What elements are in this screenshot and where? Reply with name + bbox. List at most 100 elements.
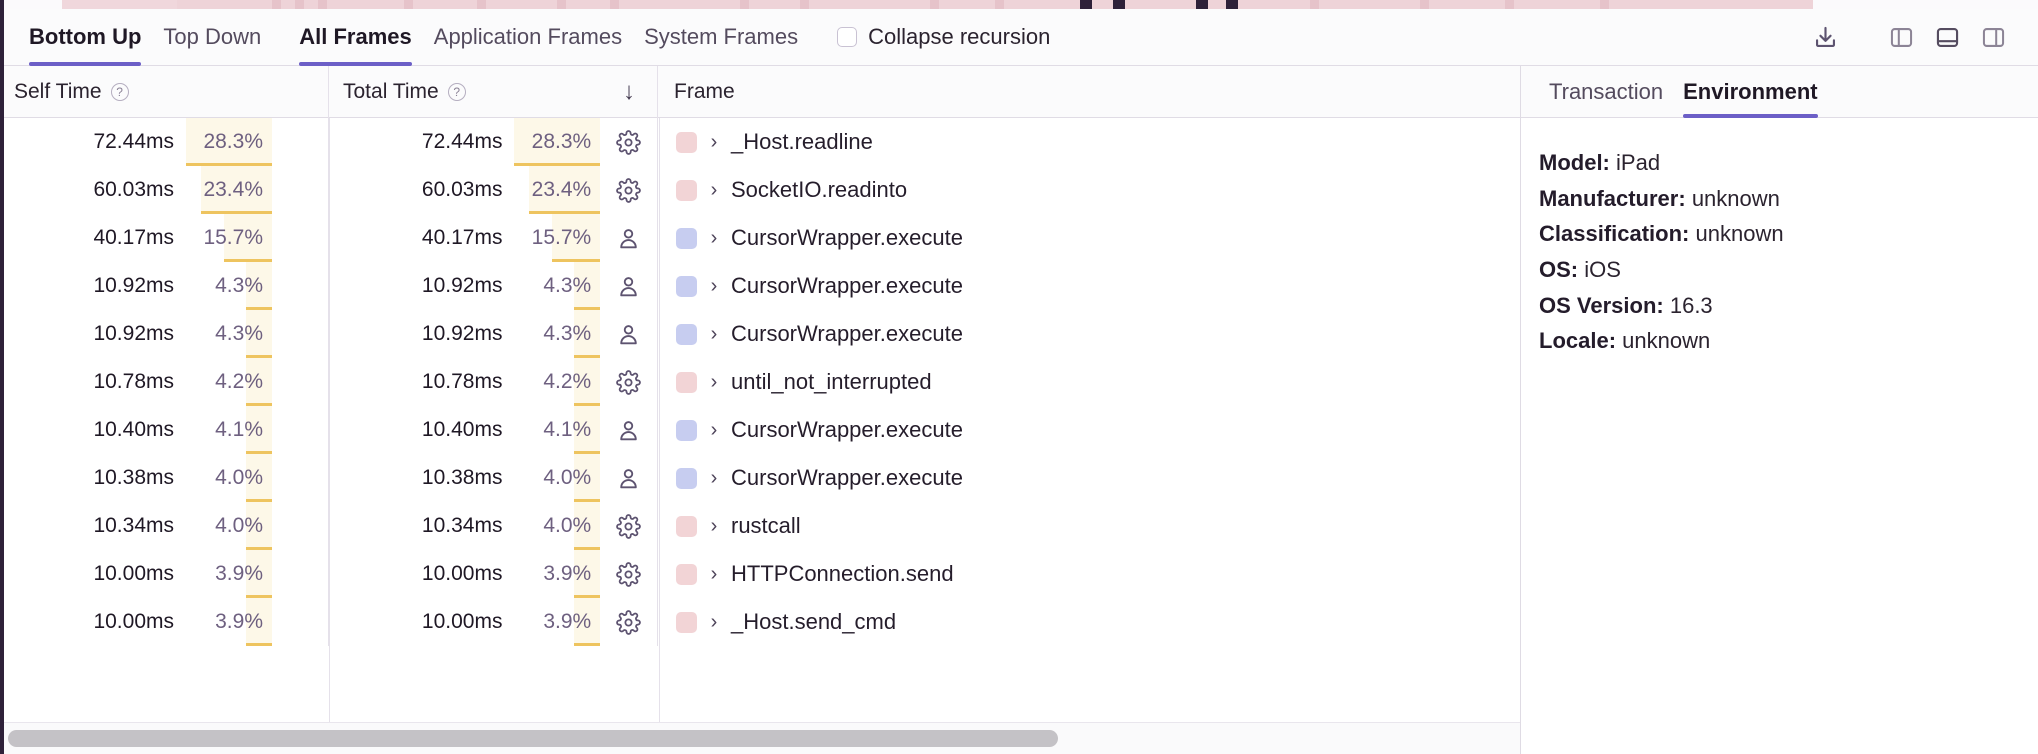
flamegraph-frame-tick[interactable]	[404, 0, 413, 9]
help-icon-self-time[interactable]: ?	[110, 83, 129, 101]
main-content: Self Time ? Total Time ? ↓ Frame 72.44ms…	[0, 66, 2038, 754]
flamegraph-strip-clipped[interactable]	[0, 0, 2038, 9]
total-time-percent-background	[514, 118, 601, 166]
chevron-right-icon[interactable]: ›	[710, 322, 718, 345]
frame-name[interactable]: rustcall	[731, 513, 801, 538]
frame-name[interactable]: CursorWrapper.execute	[731, 417, 963, 442]
gear-icon[interactable]	[600, 166, 657, 214]
details-tab-environment[interactable]: Environment	[1673, 66, 1827, 118]
frame-name[interactable]: CursorWrapper.execute	[731, 321, 963, 346]
frame-filter-system-frames[interactable]: System Frames	[633, 9, 809, 66]
gear-icon[interactable]	[600, 502, 657, 550]
person-icon[interactable]	[600, 310, 657, 358]
frame-name[interactable]: _Host.readline	[731, 129, 873, 154]
person-icon[interactable]	[600, 262, 657, 310]
frame-name[interactable]: CursorWrapper.execute	[731, 273, 963, 298]
flamegraph-frame-tick[interactable]	[1226, 0, 1238, 9]
chevron-right-icon[interactable]: ›	[710, 226, 718, 249]
gear-icon[interactable]	[600, 598, 657, 646]
total-time-percent-label: 3.9%	[543, 562, 592, 585]
chevron-right-icon[interactable]: ›	[710, 274, 718, 297]
frame-color-swatch	[676, 131, 697, 153]
frame-name[interactable]: CursorWrapper.execute	[731, 465, 963, 490]
person-icon[interactable]	[600, 454, 657, 502]
flamegraph-frame-tick[interactable]	[1420, 0, 1429, 9]
flamegraph-frame-tick[interactable]	[740, 0, 749, 9]
sort-descending-icon[interactable]: ↓	[623, 78, 635, 105]
flamegraph-frame-tick[interactable]	[1196, 0, 1208, 9]
flamegraph-frame-tick[interactable]	[318, 0, 327, 9]
toolbar-tab-bottom-up[interactable]: Bottom Up	[18, 9, 152, 66]
total-time-percent-label: 4.3%	[543, 274, 592, 297]
horizontal-scrollbar-thumb[interactable]	[8, 730, 1058, 747]
flamegraph-frame-tick[interactable]	[930, 0, 939, 9]
flamegraph-frame-tick[interactable]	[1310, 0, 1319, 9]
frame-filter-application-frames[interactable]: Application Frames	[423, 9, 633, 66]
panel-right-icon[interactable]	[1970, 14, 2016, 60]
chevron-right-icon[interactable]: ›	[710, 418, 718, 441]
frame-name[interactable]: SocketIO.readinto	[731, 177, 908, 202]
flamegraph-frame-tick[interactable]	[557, 0, 566, 9]
flamegraph-frame-tick[interactable]	[995, 0, 1004, 9]
column-header-frame[interactable]: Frame	[658, 66, 1520, 118]
total-time-percent-cell: 23.4%	[514, 166, 601, 214]
panel-left-icon[interactable]	[1878, 14, 1924, 60]
chevron-right-icon[interactable]: ›	[710, 562, 718, 585]
chevron-right-icon[interactable]: ›	[710, 178, 718, 201]
collapse-recursion-checkbox[interactable]	[837, 27, 858, 47]
gear-icon[interactable]	[600, 118, 657, 166]
column-header-total-time[interactable]: Total Time ? ↓	[329, 66, 658, 118]
flamegraph-frame-tick[interactable]	[1113, 0, 1125, 9]
frame-filter-all-frames[interactable]: All Frames	[288, 9, 423, 66]
flamegraph-frame-tick[interactable]	[800, 0, 809, 9]
environment-key: Locale:	[1539, 328, 1617, 354]
collapse-recursion-label: Collapse recursion	[868, 24, 1051, 49]
total-time-percent-cell: 15.7%	[514, 214, 601, 262]
column-header-self-time[interactable]: Self Time ?	[0, 66, 329, 118]
person-icon[interactable]	[600, 406, 657, 454]
chevron-right-icon[interactable]: ›	[710, 514, 718, 537]
toolbar-tab-top-down[interactable]: Top Down	[152, 9, 272, 66]
flamegraph-frame-tick[interactable]	[295, 0, 304, 9]
panel-bottom-icon[interactable]	[1924, 14, 1970, 60]
chevron-right-icon[interactable]: ›	[710, 130, 718, 153]
flamegraph-frame-tick[interactable]	[1505, 0, 1514, 9]
frame-name[interactable]: until_not_interrupted	[731, 369, 932, 394]
frame-color-swatch	[676, 563, 697, 585]
flamegraph-frame-tick[interactable]	[477, 0, 486, 9]
flamegraph-frame-tick[interactable]	[1600, 0, 1609, 9]
chevron-right-icon[interactable]: ›	[710, 610, 718, 633]
frame-name[interactable]: _Host.send_cmd	[731, 609, 897, 634]
horizontal-scrollbar[interactable]	[0, 722, 1520, 754]
frame-name[interactable]: HTTPConnection.send	[731, 561, 954, 586]
chevron-right-icon[interactable]: ›	[710, 370, 718, 393]
self-time-duration: 10.00ms	[93, 610, 174, 633]
collapse-recursion-toggle[interactable]: Collapse recursion	[837, 24, 1050, 50]
download-icon[interactable]	[1802, 14, 1848, 60]
help-icon-total-time[interactable]: ?	[447, 83, 466, 101]
total-time-percent-background	[574, 406, 601, 454]
flamegraph-frame-tick[interactable]	[1080, 0, 1092, 9]
flamegraph-frame-tick[interactable]	[610, 0, 619, 9]
frame-name[interactable]: CursorWrapper.execute	[731, 225, 963, 250]
gear-icon[interactable]	[600, 550, 657, 598]
total-time-percent-bar	[574, 595, 601, 598]
flamegraph-frame-tick[interactable]	[272, 0, 281, 9]
chevron-right-icon[interactable]: ›	[710, 466, 718, 489]
gear-icon[interactable]	[600, 358, 657, 406]
person-icon[interactable]	[600, 214, 657, 262]
details-tab-transaction[interactable]: Transaction	[1539, 66, 1673, 118]
